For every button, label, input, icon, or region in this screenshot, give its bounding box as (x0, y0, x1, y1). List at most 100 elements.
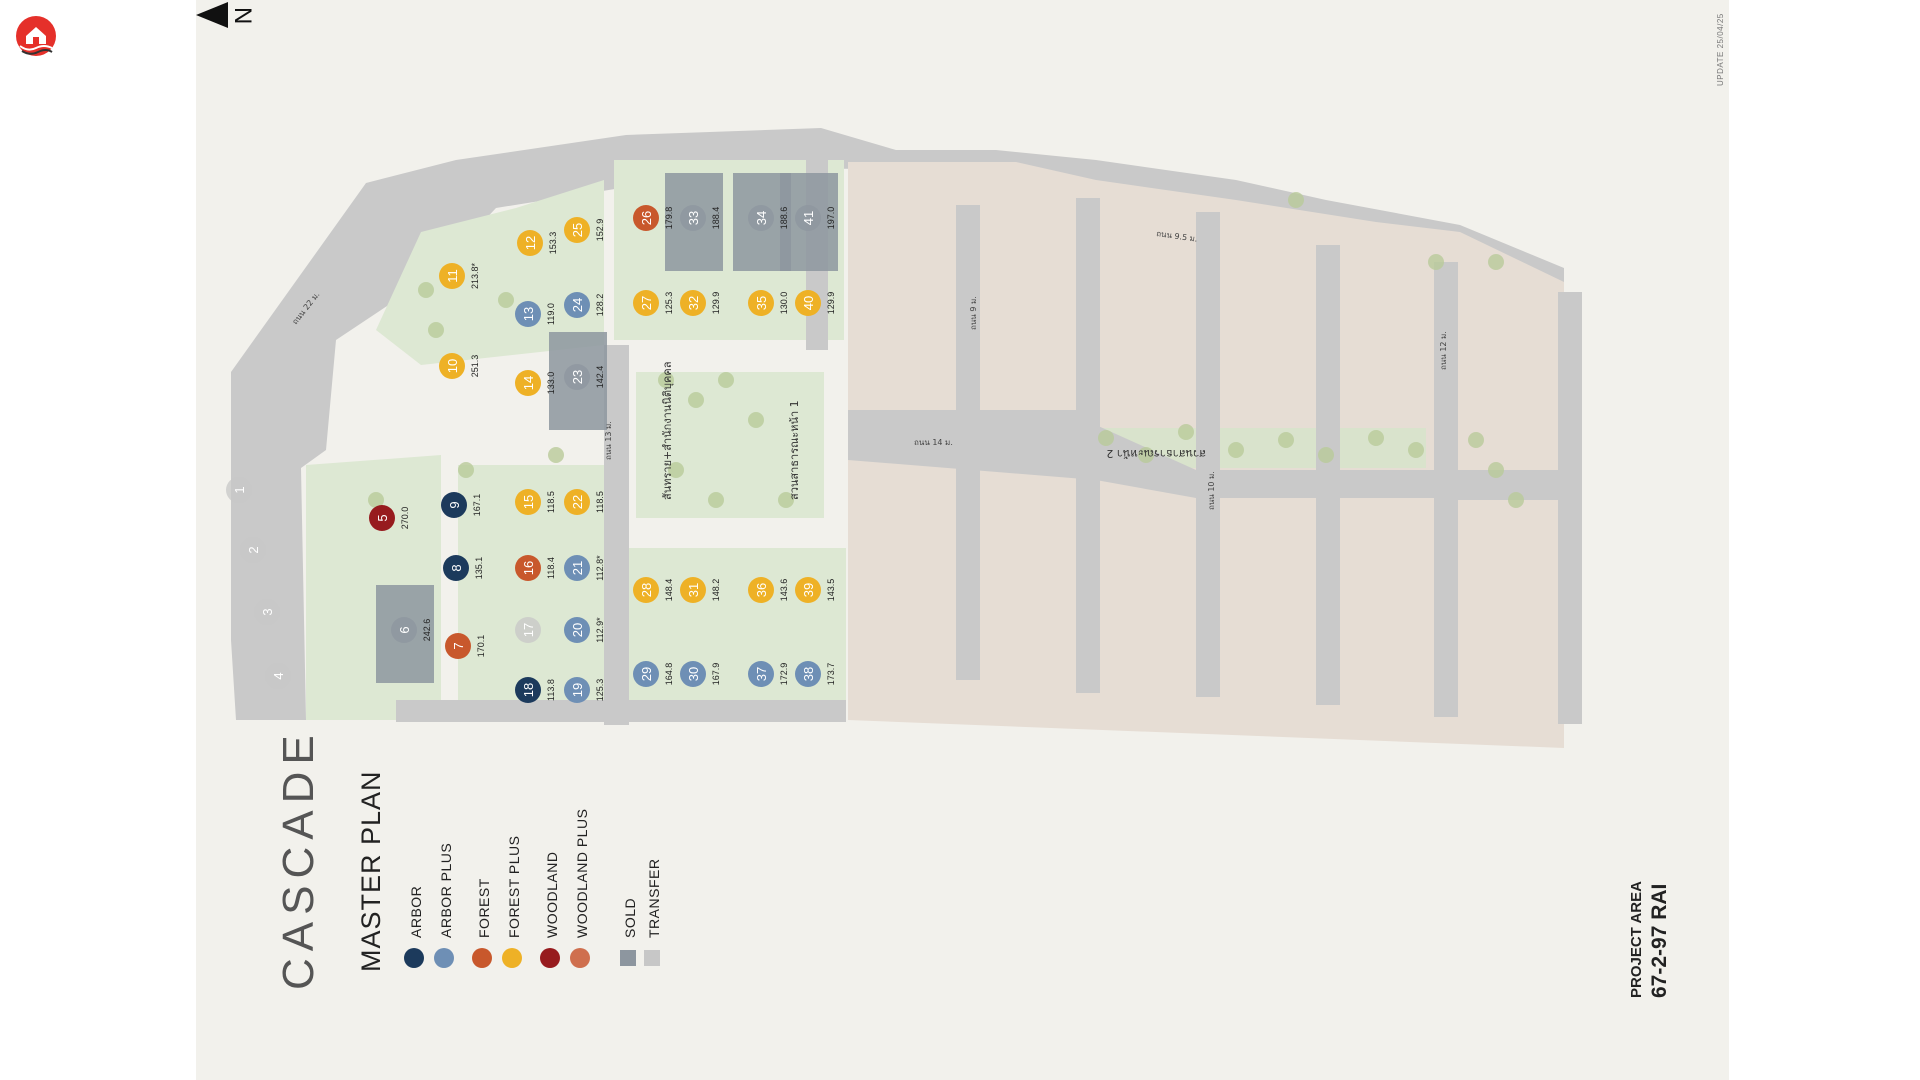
plot-marker-40[interactable] (795, 290, 821, 316)
plot-marker-11[interactable] (439, 263, 465, 289)
legend-label-woodland-plus: WOODLAND PLUS (574, 808, 590, 938)
plot-marker-7[interactable] (445, 633, 471, 659)
north-label: N (229, 7, 256, 24)
plot-marker-18[interactable] (515, 677, 541, 703)
plot-marker-14[interactable] (515, 370, 541, 396)
plot-marker-36[interactable] (748, 577, 774, 603)
plot-area-14: 133.0 (546, 372, 556, 395)
plot-marker-8[interactable] (443, 555, 469, 581)
plot-marker-34[interactable] (748, 205, 774, 231)
plot-marker-24[interactable] (564, 292, 590, 318)
plot-marker-3[interactable] (254, 599, 280, 625)
plot-number-31: 31 (686, 583, 701, 597)
plot-17[interactable]: 17 (515, 617, 541, 643)
plot-area-15: 118.5 (546, 491, 556, 513)
plot-area-32: 129.9 (711, 292, 721, 315)
project-area-value: 67-2-97 RAI (1648, 883, 1671, 998)
plot-4[interactable]: 4 (265, 663, 291, 689)
plot-marker-37[interactable] (748, 661, 774, 687)
plot-marker-9[interactable] (441, 492, 467, 518)
plot-2[interactable]: 2 (240, 537, 266, 563)
plot-marker-20[interactable] (564, 617, 590, 643)
plot-marker-4[interactable] (265, 663, 291, 689)
plot-marker-38[interactable] (795, 661, 821, 687)
plot-marker-10[interactable] (439, 353, 465, 379)
plot-marker-33[interactable] (680, 205, 706, 231)
plot-marker-17[interactable] (515, 617, 541, 643)
plot-number-5: 5 (375, 514, 390, 521)
plot-1[interactable]: 1 (226, 477, 252, 503)
plot-area-40: 129.9 (826, 292, 836, 315)
plot-marker-19[interactable] (564, 677, 590, 703)
plot-marker-30[interactable] (680, 661, 706, 687)
plot-marker-13[interactable] (515, 301, 541, 327)
plot-area-19: 125.3 (595, 679, 605, 702)
plot-marker-15[interactable] (515, 489, 541, 515)
plot-marker-22[interactable] (564, 489, 590, 515)
plot-marker-16[interactable] (515, 555, 541, 581)
plot-3[interactable]: 3 (254, 599, 280, 625)
plot-marker-21[interactable] (564, 555, 590, 581)
plot-area-10: 251.3 (470, 355, 480, 378)
tree-icon (1468, 432, 1484, 448)
plot-marker-35[interactable] (748, 290, 774, 316)
plot-marker-32[interactable] (680, 290, 706, 316)
plot-area-30: 167.9 (711, 663, 721, 686)
plot-marker-23[interactable] (564, 364, 590, 390)
tree-icon (1178, 424, 1194, 440)
plot-marker-6[interactable] (391, 617, 417, 643)
plot-marker-39[interactable] (795, 577, 821, 603)
plot-marker-2[interactable] (240, 537, 266, 563)
plot-marker-27[interactable] (633, 290, 659, 316)
plot-marker-28[interactable] (633, 577, 659, 603)
plot-marker-25[interactable] (564, 217, 590, 243)
plot-marker-1[interactable] (226, 477, 252, 503)
plot-number-30: 30 (686, 667, 701, 681)
plot-marker-41[interactable] (795, 205, 821, 231)
legend-label-woodland: WOODLAND (544, 851, 560, 938)
plot-marker-26[interactable] (633, 205, 659, 231)
plot-30[interactable]: 30 167.9 (680, 661, 721, 687)
plot-marker-12[interactable] (517, 230, 543, 256)
plot-marker-31[interactable] (680, 577, 706, 603)
plot-marker-29[interactable] (633, 661, 659, 687)
plot-number-41: 41 (801, 211, 816, 225)
plot-marker-5[interactable] (369, 505, 395, 531)
plot-area-6: 242.6 (422, 619, 432, 642)
